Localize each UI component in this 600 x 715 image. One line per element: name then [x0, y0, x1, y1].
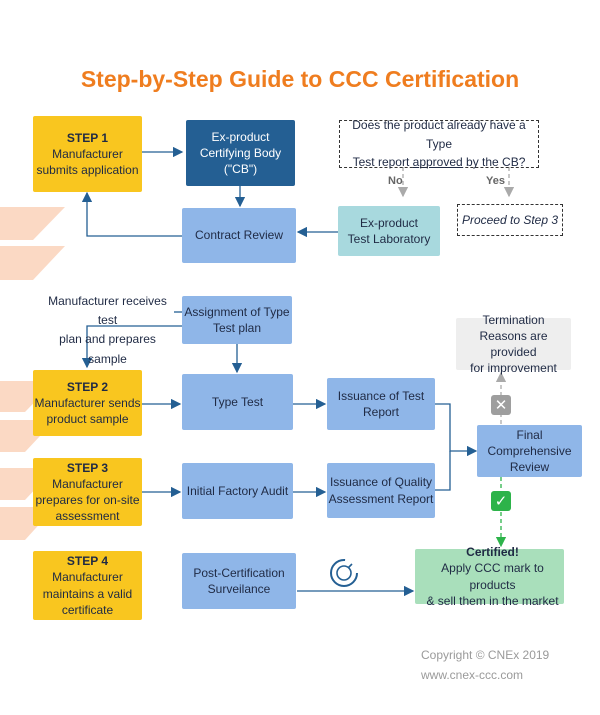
step4-line1: Manufacturer: [52, 570, 123, 585]
lab-box: Ex-product Test Laboratory: [338, 206, 440, 256]
step4-line3: certificate: [61, 602, 114, 617]
assignment-line2: Test plan: [212, 321, 262, 335]
yes-label: Yes: [486, 175, 505, 187]
proceed-text: Proceed to Step 3: [461, 212, 559, 227]
contract-review-box: Contract Review: [182, 208, 296, 263]
chevron-shape: [0, 207, 65, 240]
receives-line1: Manufacturer receives test: [48, 294, 167, 328]
issuance-quality-box: Issuance of Quality Assessment Report: [327, 463, 435, 518]
no-label: No: [388, 175, 403, 187]
termination-line3: for improvement: [470, 361, 557, 376]
step1-line1: Manufacturer: [52, 146, 123, 161]
page-title: Step-by-Step Guide to CCC Certification: [80, 66, 520, 92]
cb-box: Ex-product Certifying Body ("CB"): [186, 120, 295, 186]
step3-line1: Manufacturer: [52, 476, 123, 491]
step2-box: STEP 2 Manufacturer sends product sample: [33, 370, 142, 436]
assignment-line1: Assignment of Type: [184, 304, 290, 319]
line-quality-to-review: [435, 451, 451, 491]
certified-box: Certified! Apply CCC mark to products & …: [415, 545, 564, 608]
copyright-url: www.cnex-ccc.com: [421, 668, 524, 683]
issuance-quality-line2: Assessment Report: [328, 491, 434, 506]
question-text-end: by the CB?: [462, 155, 526, 170]
certified-heading: Certified!: [466, 545, 519, 560]
copyright: Copyright © CNEx 2019 www.cnex-ccc.com: [421, 645, 549, 686]
final-review-line3: Review: [509, 460, 550, 475]
lab-line2: Test Laboratory: [347, 232, 431, 246]
contract-review-label: Contract Review: [194, 228, 284, 243]
final-review-line2: Comprehensive: [487, 443, 572, 458]
arrow-test-report-to-review: [435, 403, 478, 457]
factory-audit-label: Initial Factory Audit: [186, 483, 289, 498]
factory-audit-box: Initial Factory Audit: [182, 463, 293, 519]
check-icon: ✓: [491, 491, 511, 511]
issuance-quality-line1: Issuance of Quality: [329, 475, 433, 490]
step3-box: STEP 3 Manufacturer prepares for on-site…: [33, 458, 142, 526]
step3-heading: STEP 3: [66, 460, 109, 475]
step3-line2: prepares for on-site: [35, 493, 140, 507]
type-test-label: Type Test: [211, 394, 264, 409]
cb-line3: ("CB"): [223, 162, 258, 177]
issuance-test-line1: Issuance of Test: [337, 388, 425, 403]
cycle-icon: [330, 559, 358, 587]
proceed-box: Proceed to Step 3: [457, 204, 563, 236]
certified-line1: Apply CCC mark to products: [441, 561, 544, 592]
termination-line1: Termination: [482, 312, 545, 327]
step1-box: STEP 1 Manufacturer submits application: [33, 116, 142, 192]
receives-note: Manufacturer receives test plan and prep…: [40, 292, 175, 369]
step1-line2: submits application: [36, 163, 139, 178]
chevron-shape: [0, 246, 65, 280]
arrow-assignment-to-step2: [81, 325, 182, 369]
question-text: Test report: [352, 155, 413, 170]
surveillance-line2: Surveilance: [207, 582, 271, 596]
type-test-box: Type Test: [182, 374, 293, 430]
question-approved: approved: [412, 155, 463, 170]
lab-line1: Ex-product: [359, 215, 419, 230]
step2-line2: product sample: [46, 412, 129, 427]
step4-line2: maintains a valid: [42, 586, 133, 601]
issuance-test-line2: Report: [362, 405, 400, 419]
assignment-box: Assignment of Type Test plan: [182, 296, 292, 344]
question-box: Does the product already have a Type Tes…: [339, 118, 539, 169]
step2-line1: Manufacturer sends: [34, 395, 141, 410]
step1-heading: STEP 1: [66, 130, 109, 145]
receives-line2: plan and prepares sample: [59, 332, 156, 366]
copyright-line1: Copyright © CNEx 2019: [421, 648, 550, 662]
arrow-contract-to-step1: [81, 191, 182, 237]
cb-line2: Certifying Body: [199, 145, 282, 160]
termination-box: Termination Reasons are provided for imp…: [456, 313, 571, 375]
certified-line2: & sell them in the market: [426, 593, 559, 608]
surveillance-box: Post-Certification Surveilance: [182, 553, 296, 609]
final-review-box: Final Comprehensive Review: [477, 425, 582, 477]
issuance-test-box: Issuance of Test Report: [327, 378, 435, 430]
step4-heading: STEP 4: [66, 554, 109, 569]
termination-line2: Reasons are provided: [479, 328, 548, 359]
surveillance-line1: Post-Certification: [193, 565, 285, 580]
question-line2: Test report approved by the CB?: [353, 153, 526, 172]
cross-icon: ✕: [491, 395, 511, 415]
cb-line1: Ex-product: [211, 129, 270, 144]
step2-heading: STEP 2: [66, 379, 109, 394]
step4-box: STEP 4 Manufacturer maintains a valid ce…: [33, 551, 142, 620]
final-review-line1: Final: [516, 427, 543, 442]
step3-line3: assessment: [55, 509, 120, 524]
question-line1: Does the product already have a Type: [352, 118, 526, 151]
